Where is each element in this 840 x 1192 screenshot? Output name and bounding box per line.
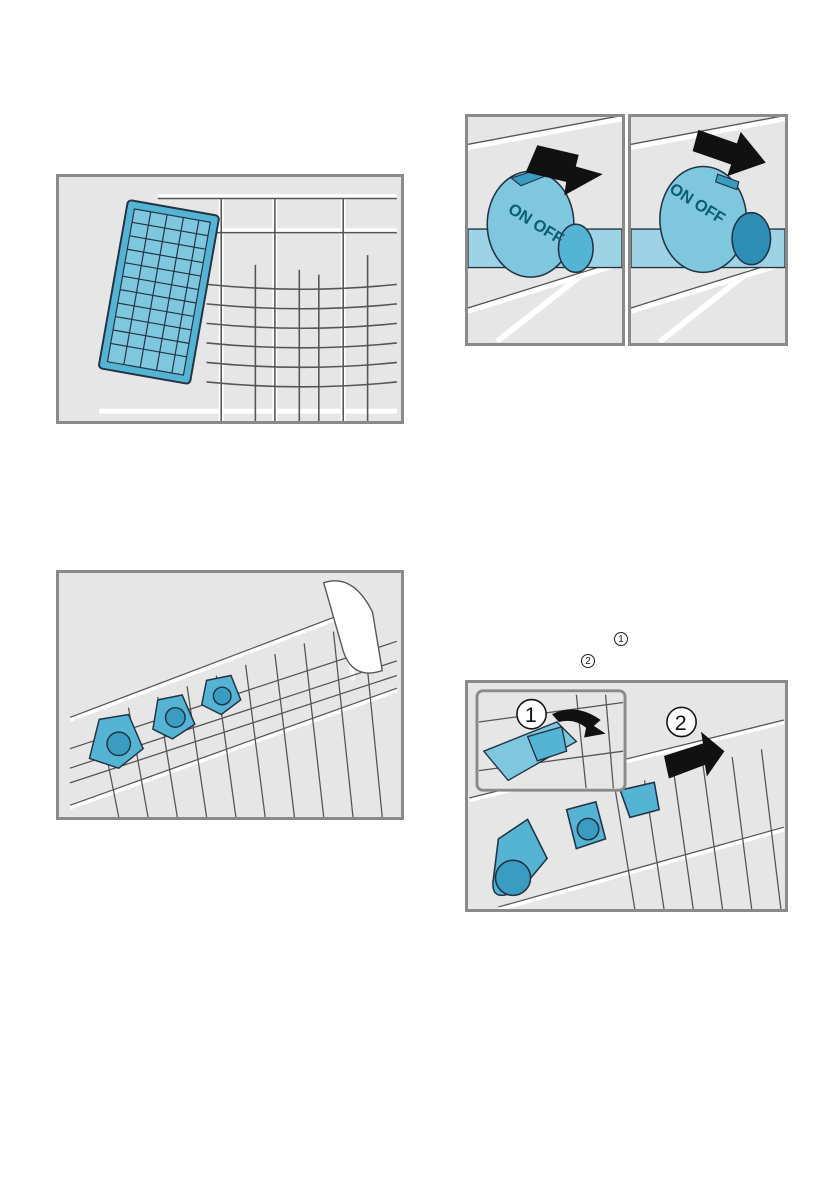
figure-spray-rack: [56, 570, 404, 820]
figure-cutlery-basket: [56, 174, 404, 424]
step-ref-2: 2: [581, 654, 595, 668]
step-ref-1: 1: [614, 632, 628, 646]
callout-1-label: 1: [525, 703, 537, 727]
cutlery-basket-illustration: [59, 177, 401, 421]
callout-2-label: 2: [675, 711, 687, 735]
figure-switch-off: ON OFF: [628, 114, 788, 346]
switch-on-illustration: ON OFF: [468, 117, 622, 343]
figure-removal-steps: 1 2: [465, 680, 788, 912]
spray-rack-illustration: [59, 573, 401, 817]
figure-switch-on: ON OFF: [465, 114, 625, 346]
switch-off-illustration: ON OFF: [631, 117, 785, 343]
removal-illustration: 1 2: [468, 683, 785, 909]
